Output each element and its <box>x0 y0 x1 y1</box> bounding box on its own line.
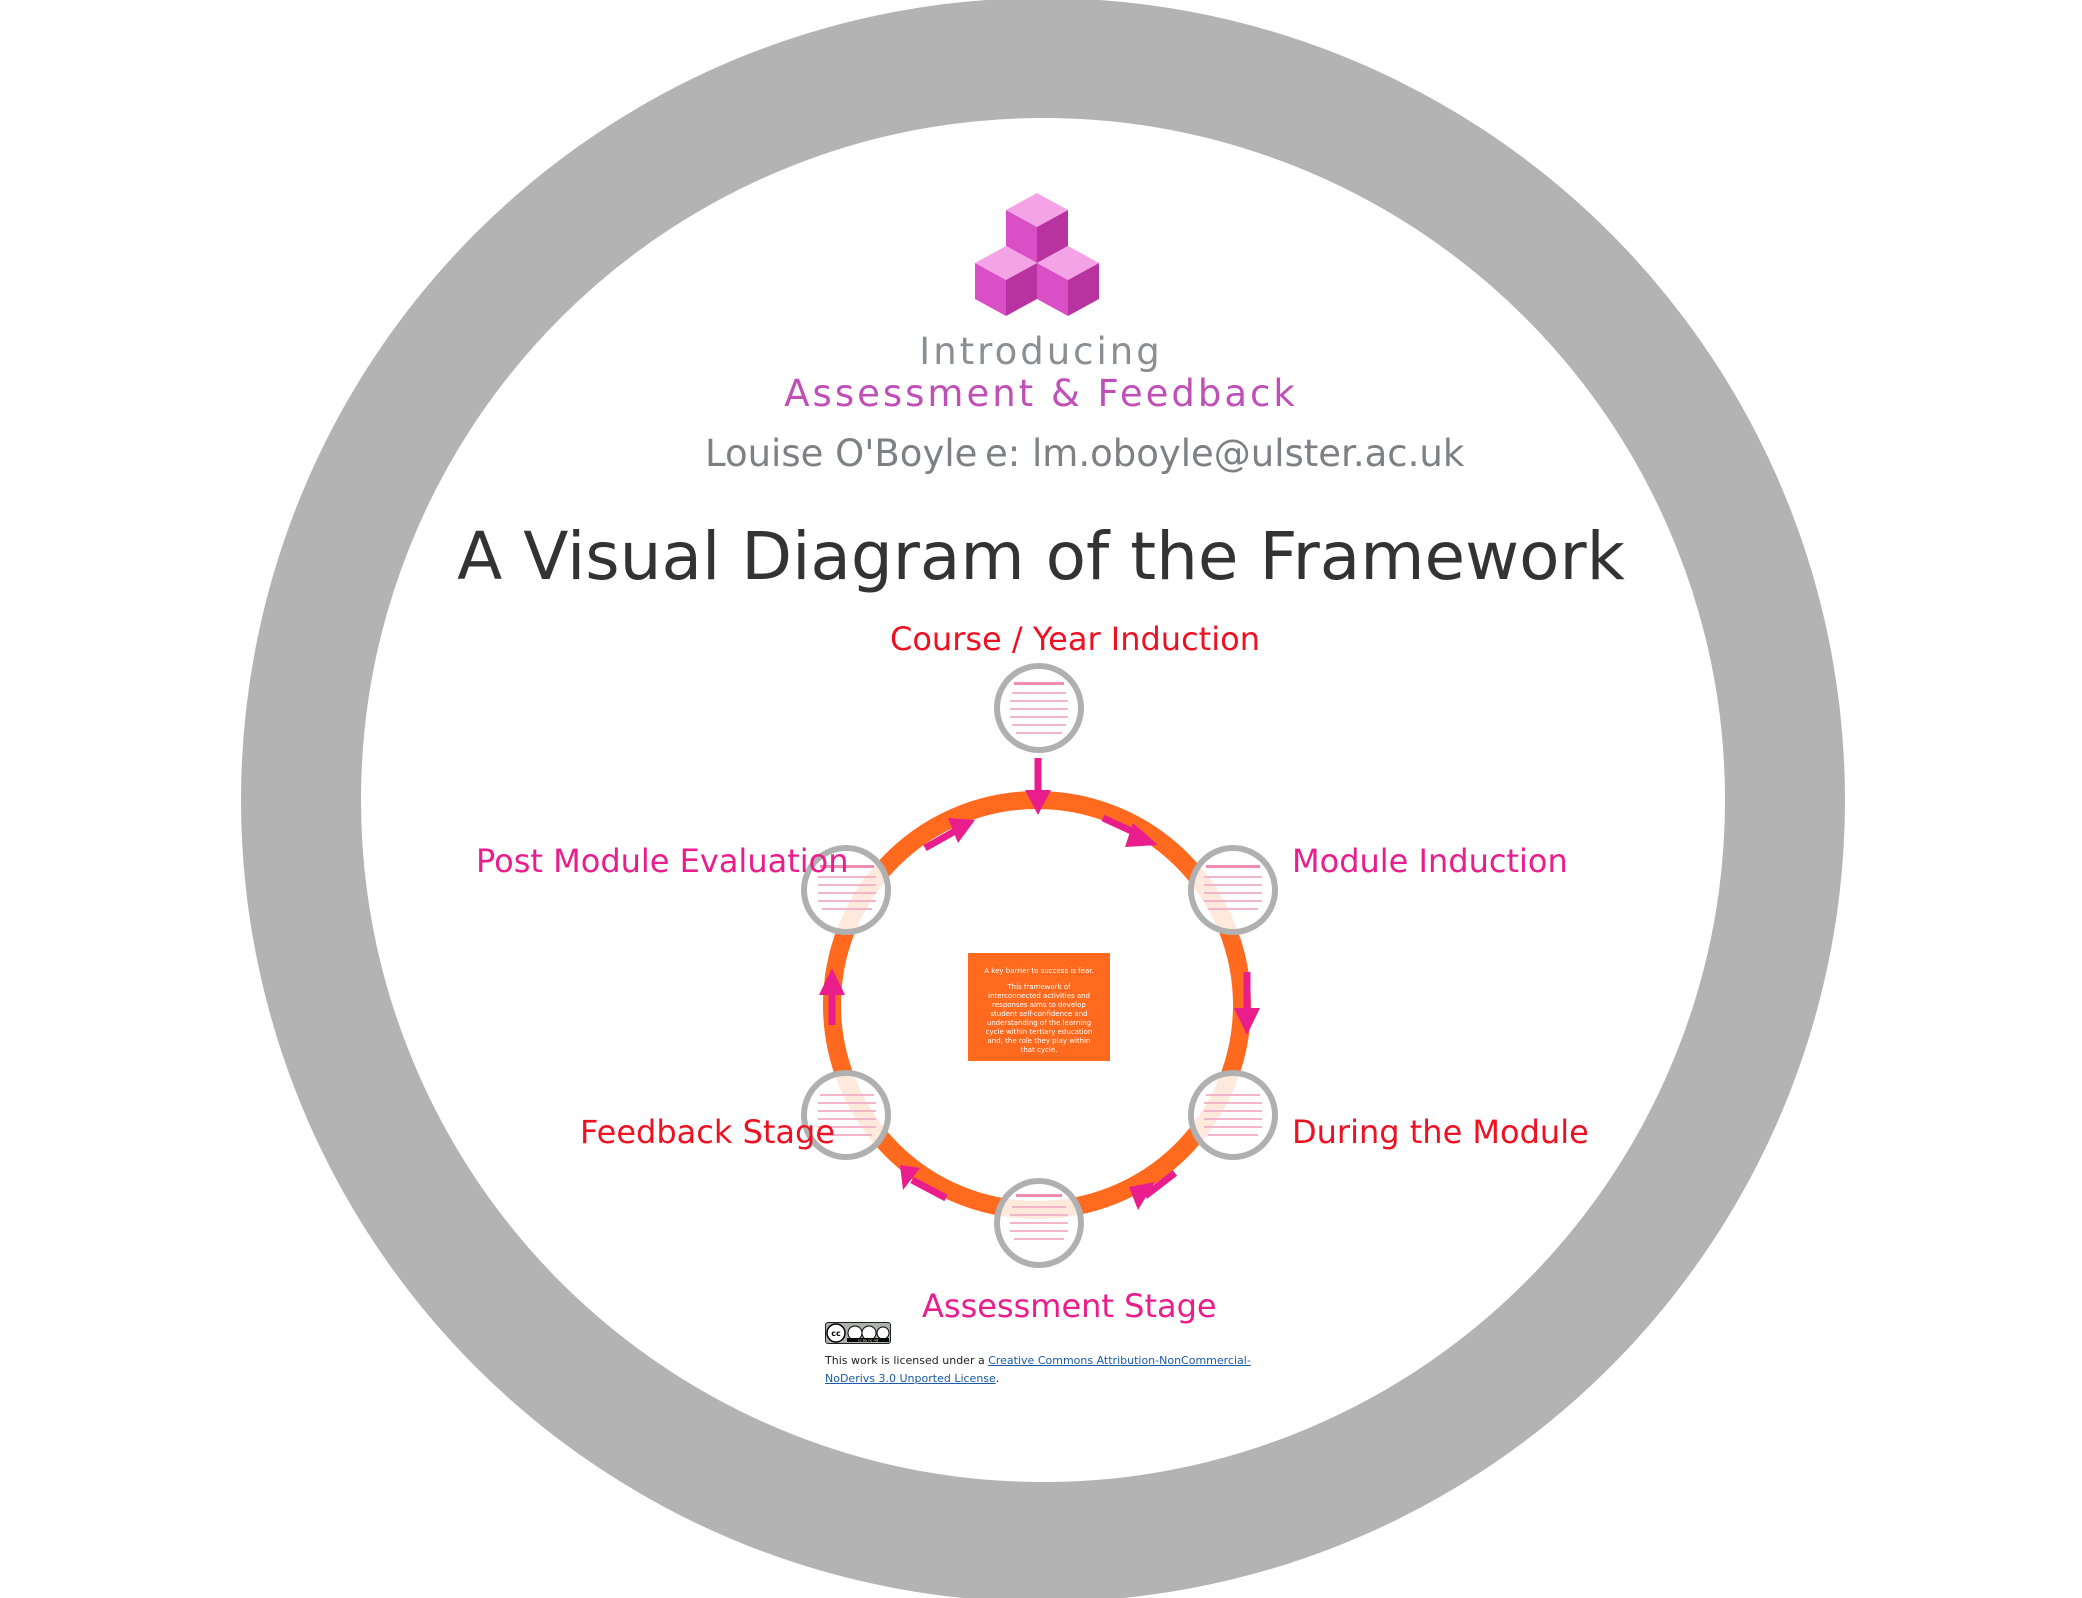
page-title: A Visual Diagram of the Framework <box>457 518 1625 595</box>
induction-arrowhead <box>1025 790 1051 815</box>
label-during-the-module: During the Module <box>1292 1113 1589 1151</box>
cycle-arrow <box>923 826 959 852</box>
author-email[interactable]: e: lm.oboyle@ulster.ac.uk <box>985 432 1465 475</box>
cycle-arrowhead <box>1129 1182 1155 1210</box>
cycle-arrows <box>819 758 1260 1210</box>
node-feedback-stage[interactable] <box>801 1070 891 1160</box>
cc-license-badge[interactable]: cc cc by nc nd <box>825 1322 891 1344</box>
cycle-arrow <box>1142 1170 1178 1199</box>
cycle-arrowhead <box>948 818 975 843</box>
node-during-the-module[interactable] <box>1188 1070 1278 1160</box>
license-link[interactable]: Creative Commons Attribution-NonCommerci… <box>825 1354 1251 1385</box>
license-text: This work is licensed under a Creative C… <box>825 1352 1295 1388</box>
logo-line-assessment-feedback: Assessment & Feedback <box>784 372 1298 415</box>
cubes-logo <box>975 193 1099 316</box>
cycle-arrow <box>910 1176 948 1202</box>
label-feedback-stage: Feedback Stage <box>580 1113 836 1151</box>
license-suffix: . <box>995 1372 1000 1385</box>
svg-text:cc: cc <box>831 1329 841 1338</box>
cycle-arrowhead <box>819 968 845 995</box>
center-box-heading: A key barrier to success is fear. <box>984 967 1094 975</box>
label-post-module-evaluation: Post Module Evaluation <box>476 842 849 880</box>
node-module-induction[interactable] <box>1188 845 1278 935</box>
center-box-body: This framework of interconnected activit… <box>985 983 1093 1054</box>
node-course-year-induction[interactable] <box>994 663 1084 753</box>
label-assessment-stage: Assessment Stage <box>922 1287 1217 1325</box>
outer-frame-ring <box>241 0 1845 1598</box>
label-module-induction: Module Induction <box>1292 842 1568 880</box>
author-name: Louise O'Boyle <box>705 432 978 475</box>
cc-icon: cc cc by nc nd <box>826 1323 890 1343</box>
cycle-arrowhead <box>1125 823 1158 847</box>
license-prefix: This work is licensed under a <box>825 1354 989 1367</box>
logo-line-introducing: Introducing <box>919 330 1163 373</box>
node-assessment-stage[interactable] <box>994 1178 1084 1268</box>
stage-nodes <box>801 663 1278 1268</box>
center-info-box[interactable]: A key barrier to success is fear. This f… <box>968 953 1110 1061</box>
label-course-year-induction: Course / Year Induction <box>890 620 1260 658</box>
cc-badge-text: cc by nc nd <box>858 1339 878 1343</box>
node-post-module-evaluation[interactable] <box>801 845 891 935</box>
cycle-arrowhead <box>1234 1008 1260 1035</box>
cycle-arrowhead <box>900 1165 920 1190</box>
